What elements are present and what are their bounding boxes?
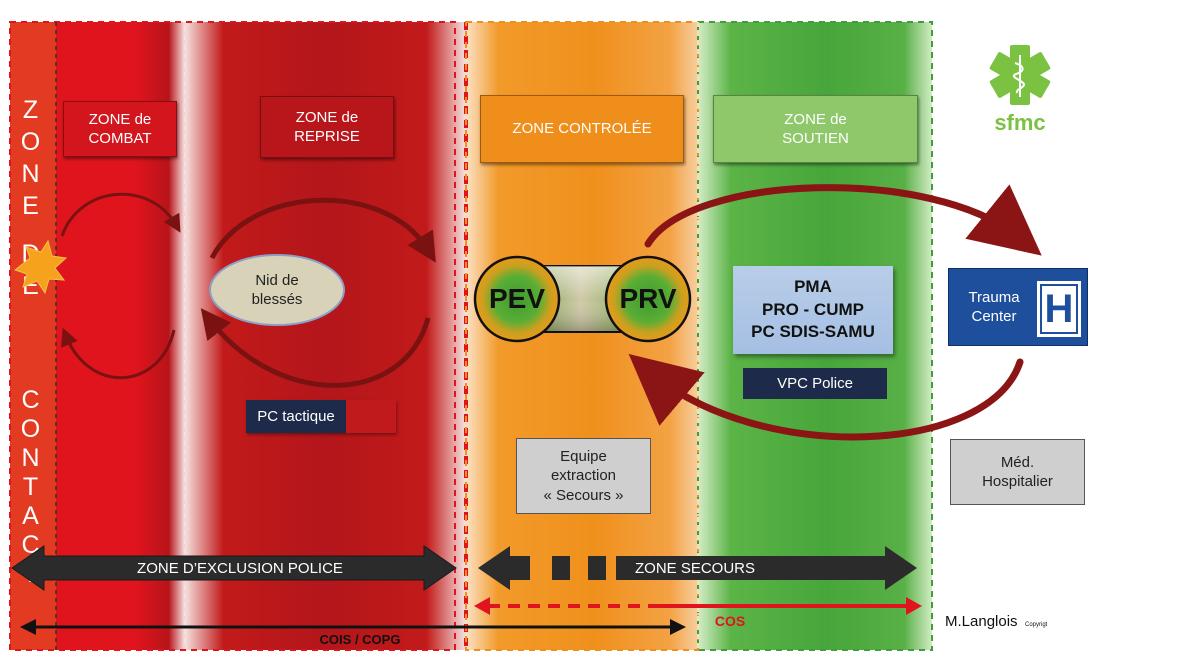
credit: M.Langlois Copyrigt: [945, 613, 1145, 631]
credit-copyright: Copyrigt: [1025, 622, 1048, 628]
equipe-extraction-box: Equipe extraction « Secours »: [516, 438, 651, 514]
prv-circle: [604, 255, 692, 343]
trauma-center-label: Trauma Center: [968, 288, 1020, 326]
zone-combat-box: ZONE de COMBAT: [63, 101, 177, 157]
reprise-cycle-arrows: [200, 197, 436, 388]
zone-controlee-box: ZONE CONTROLÉE: [480, 95, 684, 163]
credit-name: M.Langlois: [945, 613, 1018, 630]
vpc-police-box: VPC Police: [743, 368, 887, 399]
nid-de-blesses-ellipse: [209, 254, 345, 326]
med-hospitalier-box: Méd. Hospitalier: [950, 439, 1085, 505]
cois-label: COIS / COPG: [319, 631, 401, 647]
cois-arrow: [20, 619, 686, 635]
zone-reprise-box: ZONE de REPRISE: [260, 96, 394, 158]
cos-arrow: [474, 597, 922, 615]
nid-de-blesses-label: Nid de blessés: [251, 271, 303, 309]
zone-contact-band: [10, 22, 56, 650]
evacuation-loop-arrows: [628, 184, 1042, 441]
zone-soutien-box: ZONE de SOUTIEN: [713, 95, 918, 163]
pma-box: PMA PRO - CUMP PC SDIS-SAMU: [733, 266, 893, 354]
pev-circle: [473, 255, 561, 343]
zone-exclusion-arrow: [11, 545, 457, 591]
zone-contact-label-1: ZONE: [16, 96, 45, 224]
cos-label: COS: [714, 613, 746, 629]
prv-label: PRV: [619, 282, 677, 314]
trauma-center-box: Trauma Center H: [948, 268, 1088, 346]
pc-tactique-box: PC tactique: [246, 400, 396, 433]
zone-secours-arrow: [478, 546, 917, 590]
zone-borders: [9, 21, 933, 651]
combat-cycle-arrows: [60, 192, 181, 380]
pc-tactique-tail: [346, 400, 396, 433]
hospital-icon: H: [1037, 281, 1081, 337]
zone-secours-label: ZONE SECOURS: [634, 559, 755, 577]
zone-exclusion-label: ZONE D’EXCLUSION POLICE: [137, 559, 343, 577]
explosion-icon: [13, 239, 68, 295]
pc-tactique-label: PC tactique: [246, 400, 346, 433]
star-of-life-icon: [989, 45, 1051, 105]
pev-label: PEV: [488, 282, 546, 314]
sfmc-logo-text: sfmc: [994, 110, 1046, 135]
